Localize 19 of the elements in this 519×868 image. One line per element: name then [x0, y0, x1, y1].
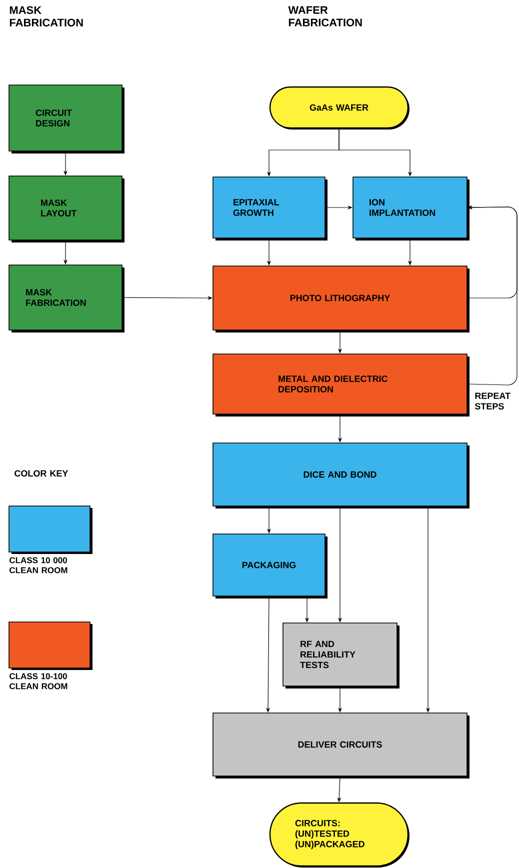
process-box: PACKAGING [212, 534, 328, 598]
process-box: MASK FABRICATION [8, 264, 124, 332]
process-box: PHOTO LITHOGRAPHY [212, 266, 470, 332]
edge-label: REPEAT STEPS [474, 392, 519, 410]
process-box: RF AND RELIABILITY TESTS [282, 622, 400, 688]
process-box: ION IMPLANTATION [352, 176, 470, 240]
heading: WAFER FABRICATION [288, 6, 362, 26]
heading: COLOR KEY [14, 470, 68, 477]
start-terminal: GaAs WAFER [269, 86, 410, 130]
process-box: EPITAXIAL GROWTH [212, 176, 328, 240]
process-box: METAL AND DIELECTRIC DEPOSITION [212, 354, 470, 416]
legend-text: CLASS 10 000 CLEAN ROOM [10, 557, 68, 574]
end-terminal: CIRCUITS: (UN)TESTED (UN)PACKAGED [269, 802, 410, 868]
process-box: CIRCUIT DESIGN [8, 84, 124, 154]
legend-text: CLASS 10-100 CLEAN ROOM [10, 673, 68, 690]
heading: MASK FABRICATION [10, 6, 83, 26]
process-box: DICE AND BOND [212, 442, 470, 508]
process-box: MASK LAYOUT [8, 176, 124, 242]
process-box: DELIVER CIRCUITS [212, 712, 470, 778]
